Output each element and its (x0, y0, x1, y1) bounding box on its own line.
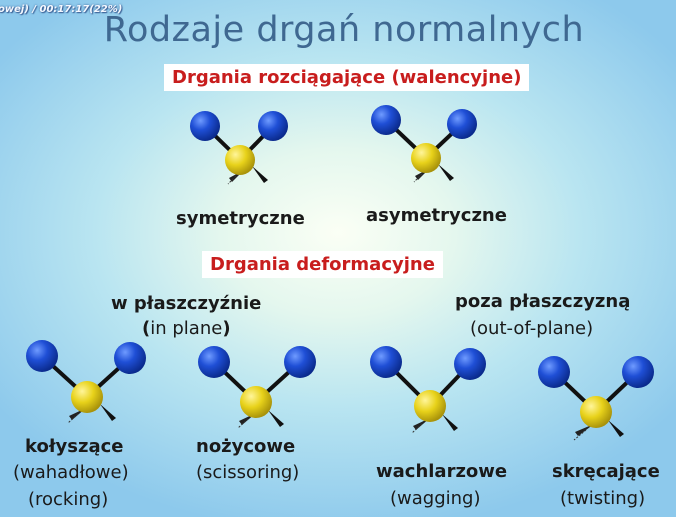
mode-label-symmetric: symetryczne (176, 208, 305, 229)
page-title: Rodzaje drgań normalnych (103, 10, 585, 50)
rocking-molecule (26, 340, 146, 424)
mode-label-wagging: wachlarzowe (376, 461, 508, 482)
out-of-plane-title: poza płaszczyzną (455, 291, 631, 312)
in-plane-title: w płaszczyźnie (111, 293, 262, 314)
wagging-molecule (370, 346, 486, 434)
timer-readout: owej) / 00:17:17(22%) (0, 4, 123, 15)
mode-en-scissoring: (scissoring) (196, 462, 300, 483)
scissoring-molecule (198, 346, 316, 429)
twisting-molecule (538, 356, 654, 441)
deformation-heading: Drgania deformacyjne (202, 251, 443, 278)
mode-label-twisting: skręcające (552, 461, 660, 482)
mode-label-scissoring: nożycowe (196, 436, 296, 457)
stretching-heading: Drgania rozciągające (walencyjne) (164, 64, 530, 91)
mode-alt-rocking: (wahadłowe) (13, 462, 129, 483)
in-plane-sub-text: in plane (150, 318, 223, 339)
mode-en-rocking: (rocking) (28, 489, 109, 510)
in-plane-close-paren: ) (222, 318, 231, 339)
asymmetric-stretch-molecule (371, 105, 477, 183)
symmetric-stretch-molecule (190, 111, 288, 185)
mode-label-rocking: kołyszące (25, 436, 124, 457)
mode-en-wagging: (wagging) (390, 488, 481, 509)
mode-en-twisting: (twisting) (560, 488, 646, 509)
out-of-plane-subtitle: (out-of-plane) (470, 318, 594, 339)
in-plane-subtitle: (in plane) (142, 318, 231, 339)
mode-label-asymmetric: asymetryczne (366, 205, 507, 226)
in-plane-open-paren: ( (142, 318, 151, 339)
